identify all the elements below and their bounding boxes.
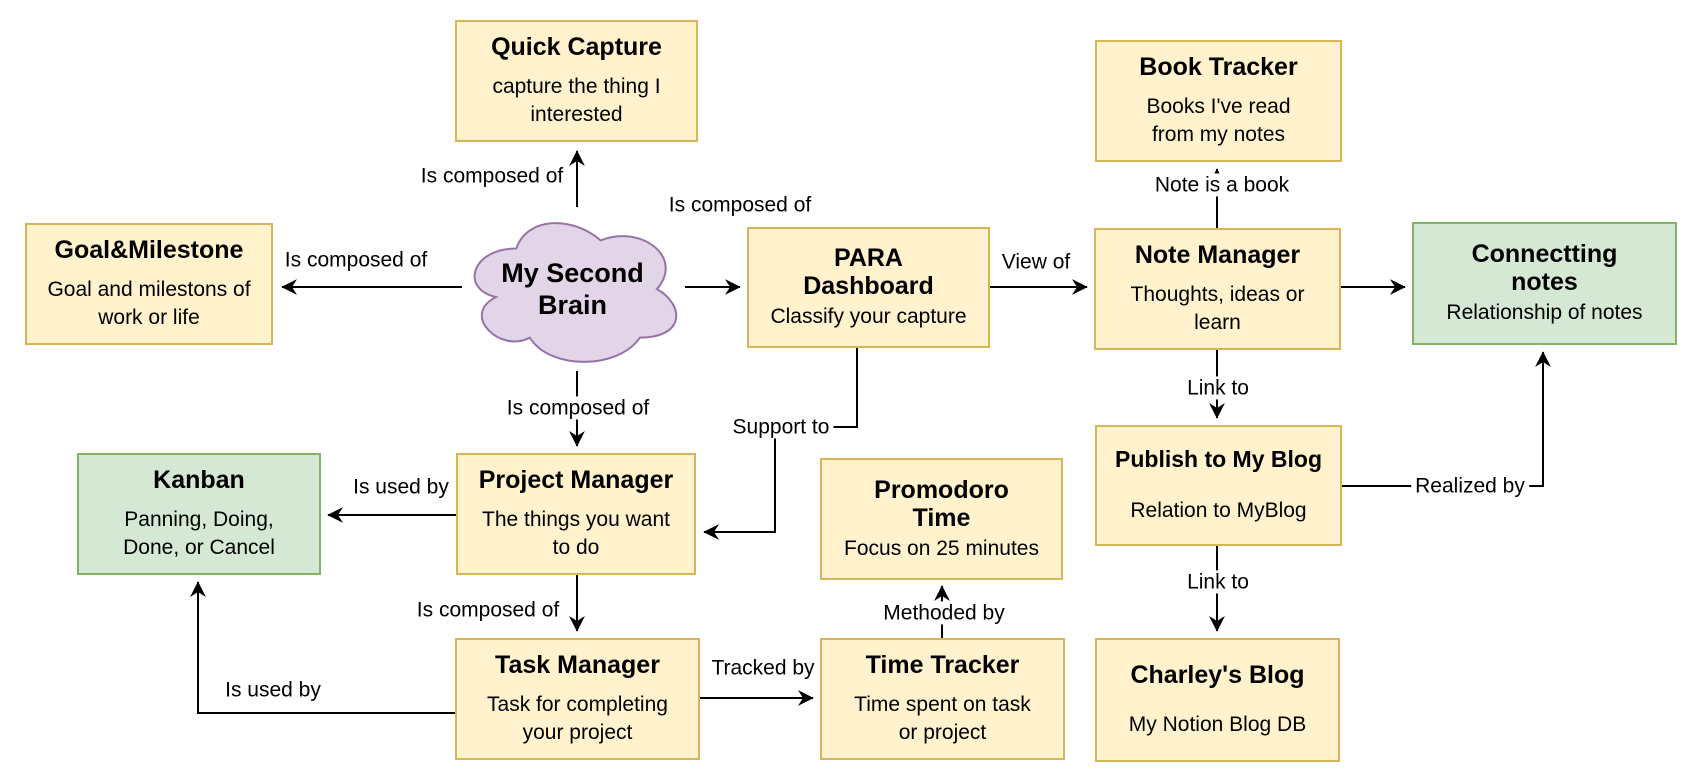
node-subtitle: Goal and milestons of work or life [47,278,251,329]
node-connectting-notes: Connectting notes Relationship of notes [1412,222,1677,345]
node-book-tracker: Book Tracker Books I've read from my not… [1095,40,1342,162]
node-title: PARA Dashboard [803,244,934,301]
node-title: Kanban [153,466,245,495]
node-project-manager: Project Manager The things you want to d… [456,453,696,575]
node-subtitle: Panning, Doing, Done, or Cancel [123,508,275,559]
node-subtitle: Focus on 25 minutes [844,536,1039,560]
node-subtitle: capture the thing I interested [492,75,661,126]
edge-label-cloud-to-quick-capture: Is composed of [420,164,564,188]
node-para-dashboard: PARA Dashboard Classify your capture [747,227,990,348]
node-title: Time Tracker [865,651,1020,680]
node-subtitle: Time spent on task or project [854,693,1031,744]
edge-label-task-to-time: Tracked by [711,656,815,680]
edge-label-project-to-task: Is composed of [416,598,560,622]
node-title: Connectting notes [1471,240,1618,297]
edge-label-publish-to-connectting: Realized by [1411,474,1529,498]
node-promodoro-time: Promodoro Time Focus on 25 minutes [820,458,1063,580]
node-subtitle: Classify your capture [770,305,967,329]
edge-label-time-to-promodoro: Methoded by [879,601,1009,625]
cloud-shape [473,222,678,363]
edge-label-cloud-to-project: Is composed of [502,396,654,420]
node-quick-capture: Quick Capture capture the thing I intere… [455,20,698,142]
node-title: Task Manager [495,651,660,680]
node-title: Charley's Blog [1130,661,1305,690]
edge-label-publish-to-charley: Link to [1183,570,1253,594]
node-my-second-brain: My Second Brain [501,257,644,320]
node-kanban: Kanban Panning, Doing, Done, or Cancel [77,453,321,575]
edge-label-para-to-note: View of [1001,250,1071,274]
node-note-manager: Note Manager Thoughts, ideas or learn [1094,228,1341,350]
node-charleys-blog: Charley's Blog My Notion Blog DB [1095,638,1340,762]
edge-label-note-to-book: Note is a book [1150,173,1294,197]
node-title: Project Manager [478,466,674,495]
node-title: Quick Capture [491,33,662,62]
edge-label-cloud-to-para: Is composed of [668,193,812,217]
node-task-manager: Task Manager Task for completing your pr… [455,638,700,760]
node-subtitle: Relationship of notes [1446,301,1643,325]
edge-label-task-to-kanban: Is used by [225,678,321,702]
edge-task-to-kanban [190,581,455,714]
node-subtitle: Task for completing your project [487,693,668,744]
node-subtitle: My Notion Blog DB [1128,713,1307,737]
edge-label-note-to-publish: Link to [1183,376,1253,400]
node-publish-to-my-blog: Publish to My Blog Relation to MyBlog [1095,425,1342,546]
node-time-tracker: Time Tracker Time spent on task or proje… [820,638,1065,760]
edge-publish-to-connectting [1342,351,1551,487]
edge-label-project-to-kanban: Is used by [353,475,449,499]
node-subtitle: Relation to MyBlog [1130,498,1307,522]
edge-label-cloud-to-goal: Is composed of [284,248,428,272]
node-goal-milestone: Goal&Milestone Goal and milestons of wor… [25,223,273,345]
node-title: Publish to My Blog [1115,445,1322,472]
node-title: Promodoro Time [874,475,1009,532]
edge-label-para-to-project: Support to [728,415,834,439]
node-subtitle: The things you want to do [482,508,670,559]
node-subtitle: Books I've read from my notes [1146,95,1291,146]
node-title: Note Manager [1134,241,1301,270]
node-subtitle: Thoughts, ideas or learn [1130,283,1305,334]
node-title: Book Tracker [1139,53,1298,82]
node-title: Goal&Milestone [54,236,244,265]
